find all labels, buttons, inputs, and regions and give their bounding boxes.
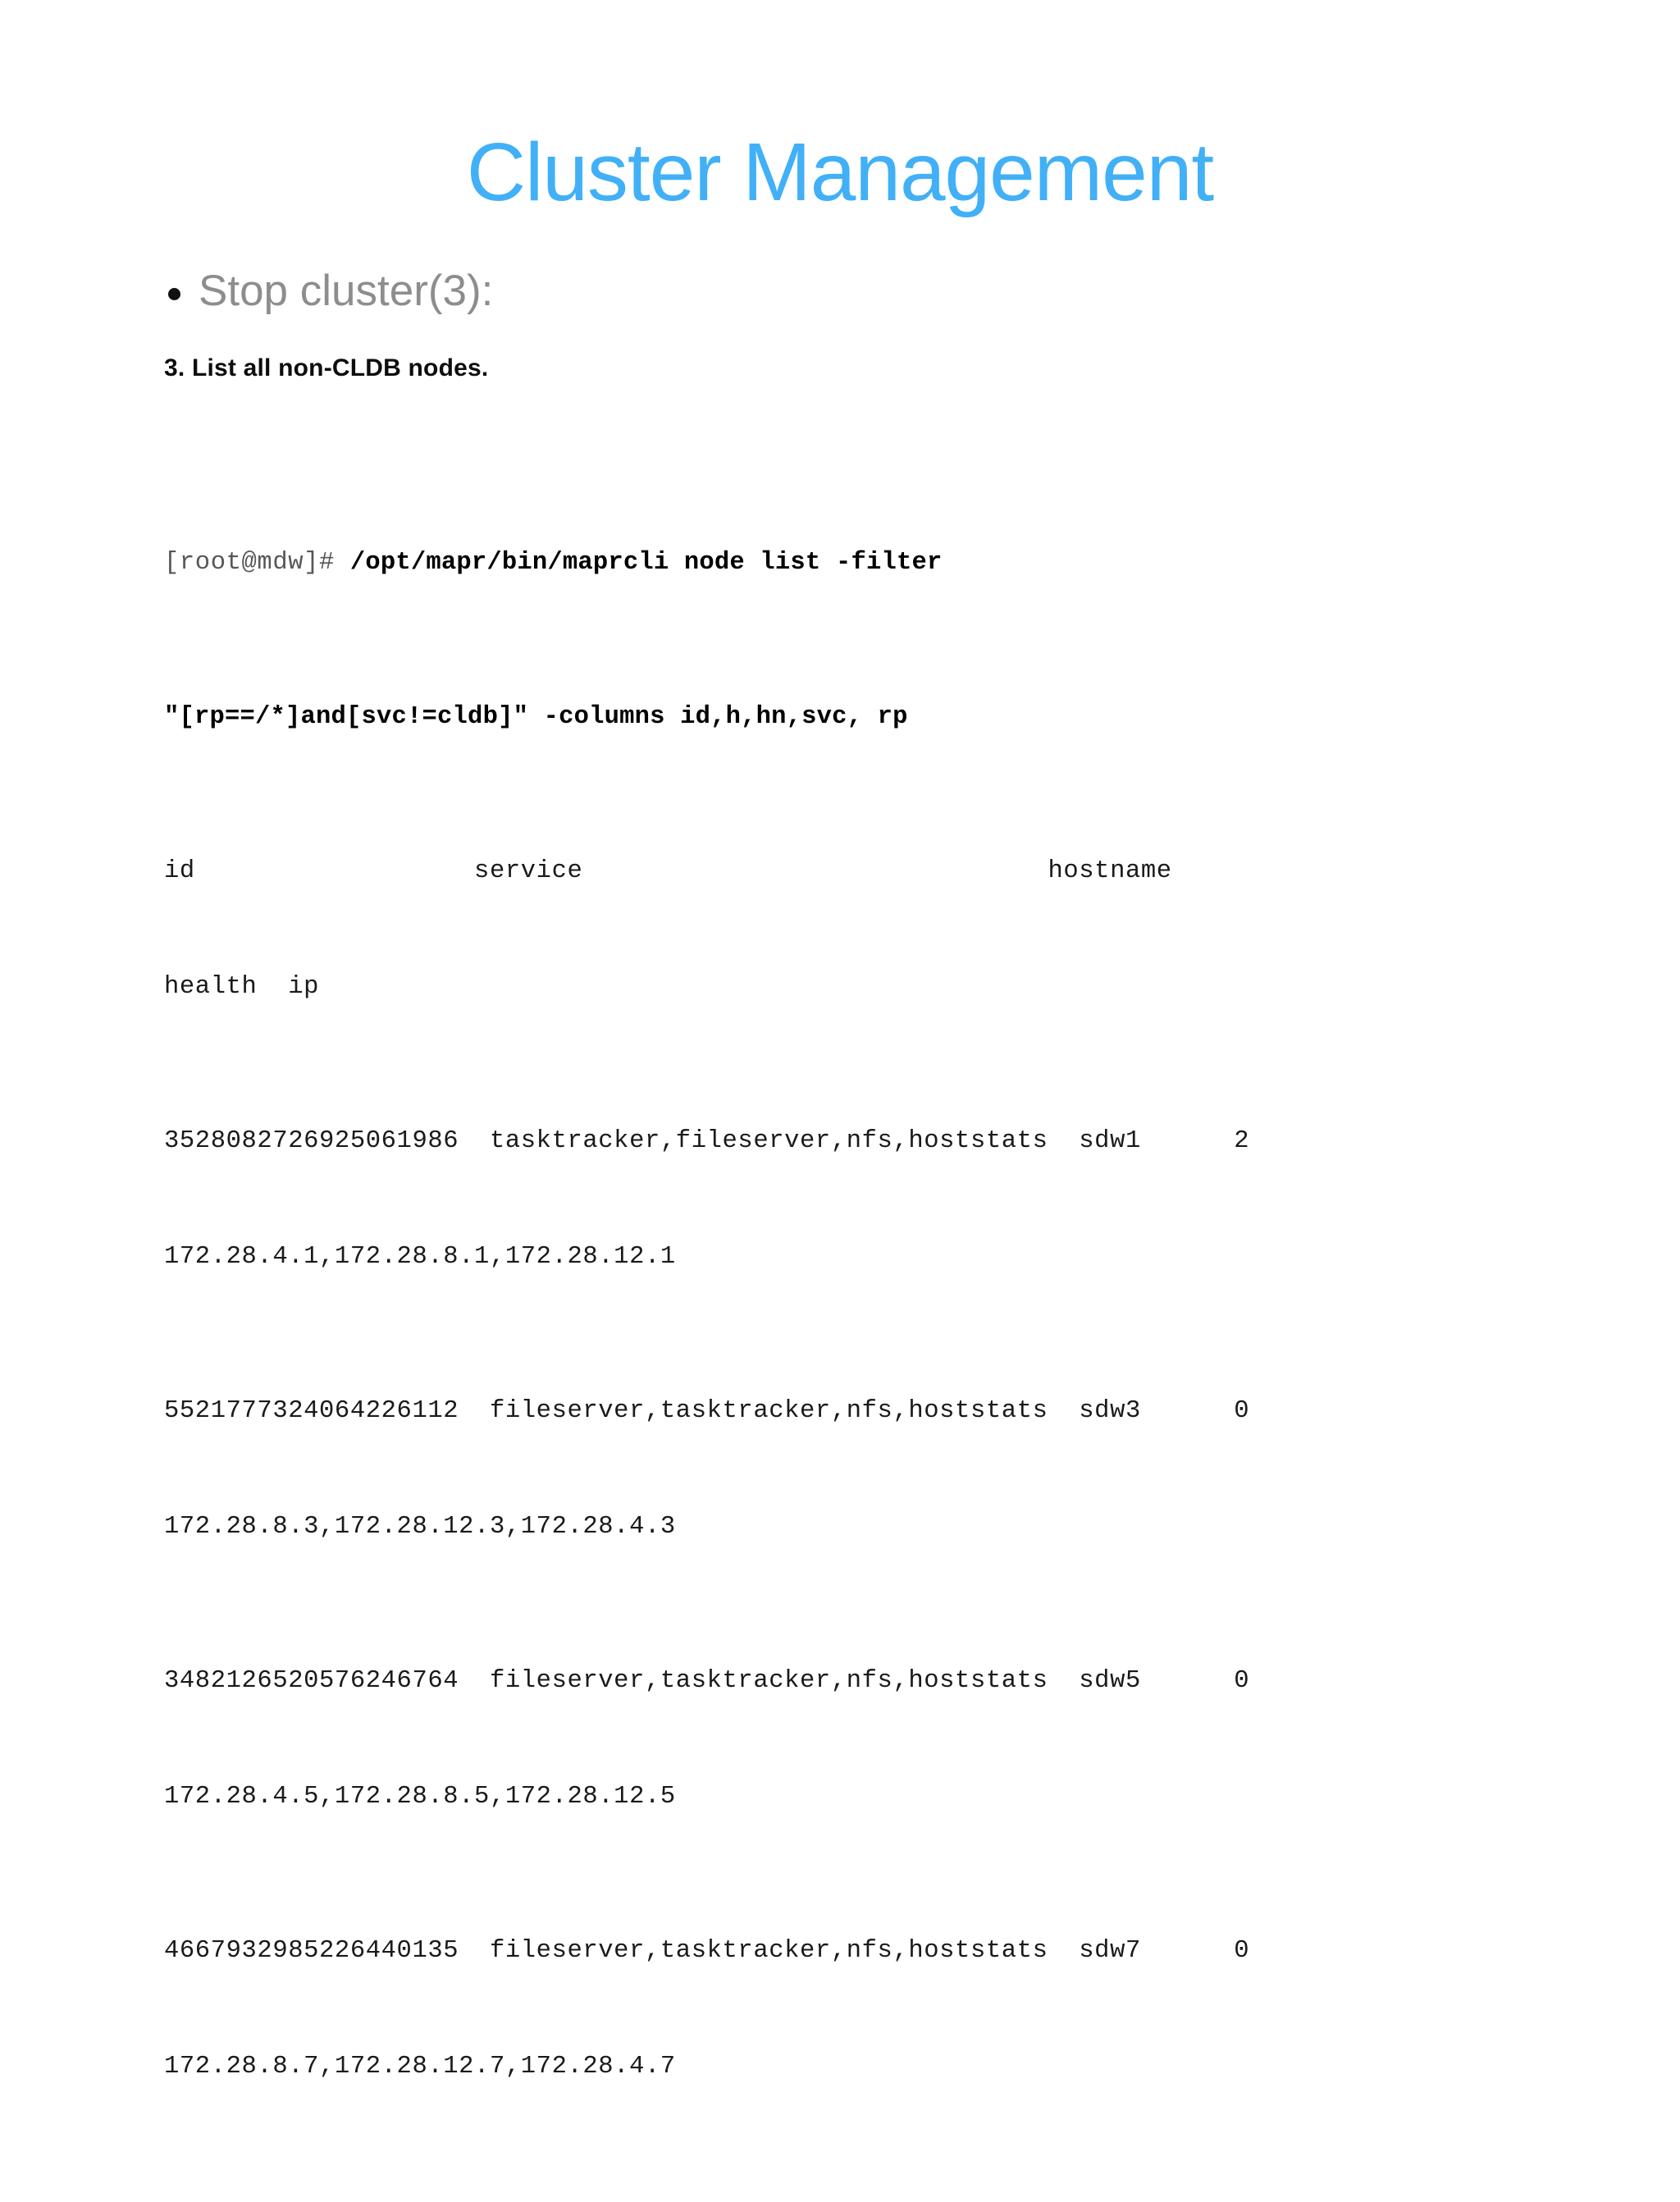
bullet-dot-icon <box>168 288 180 300</box>
table-row-ip: 172.28.4.5,172.28.8.5,172.28.12.5 <box>164 1783 676 1811</box>
page-title: Cluster Management <box>466 126 1214 218</box>
terminal-prompt: [root@mdw]# <box>164 549 350 577</box>
table-row-ip: 172.28.8.7,172.28.12.7,172.28.4.7 <box>164 2053 676 2081</box>
terminal-command-part-2: "[rp==/*]and[svc!=cldb]" -columns id,h,h… <box>164 703 908 731</box>
table-row: 5521777324064226112 fileserver,tasktrack… <box>164 1397 1250 1425</box>
table-row: 3482126520576246764 fileserver,tasktrack… <box>164 1667 1250 1695</box>
terminal-header-line-1: id service hostname <box>164 857 1172 885</box>
terminal-command-part-1: /opt/mapr/bin/maprcli node list -filter <box>349 549 943 577</box>
terminal-command-line-1: [root@mdw]# /opt/mapr/bin/maprcli node l… <box>164 544 1641 582</box>
table-row-ip: 172.28.4.1,172.28.8.1,172.28.12.1 <box>164 1243 676 1271</box>
table-row: 3528082726925061986 tasktracker,fileserv… <box>164 1127 1250 1155</box>
terminal-output-block: [root@mdw]# /opt/mapr/bin/maprcli node l… <box>164 428 1641 2202</box>
table-row: 4667932985226440135 fileserver,tasktrack… <box>164 1937 1250 1965</box>
bullet-list-item: Stop cluster(3): <box>168 267 493 317</box>
table-row-ip: 172.28.8.3,172.28.12.3,172.28.4.3 <box>164 1513 676 1541</box>
terminal-header-line-2: health ip <box>164 973 320 1001</box>
terminal-command-line-2: "[rp==/*]and[svc!=cldb]" -columns id,h,h… <box>164 698 1641 737</box>
bullet-item-label: Stop cluster(3): <box>199 267 494 315</box>
step-heading: 3. List all non-CLDB nodes. <box>164 354 489 381</box>
slide-canvas: Cluster Management Stop cluster(3): 3. L… <box>164 126 1249 2081</box>
